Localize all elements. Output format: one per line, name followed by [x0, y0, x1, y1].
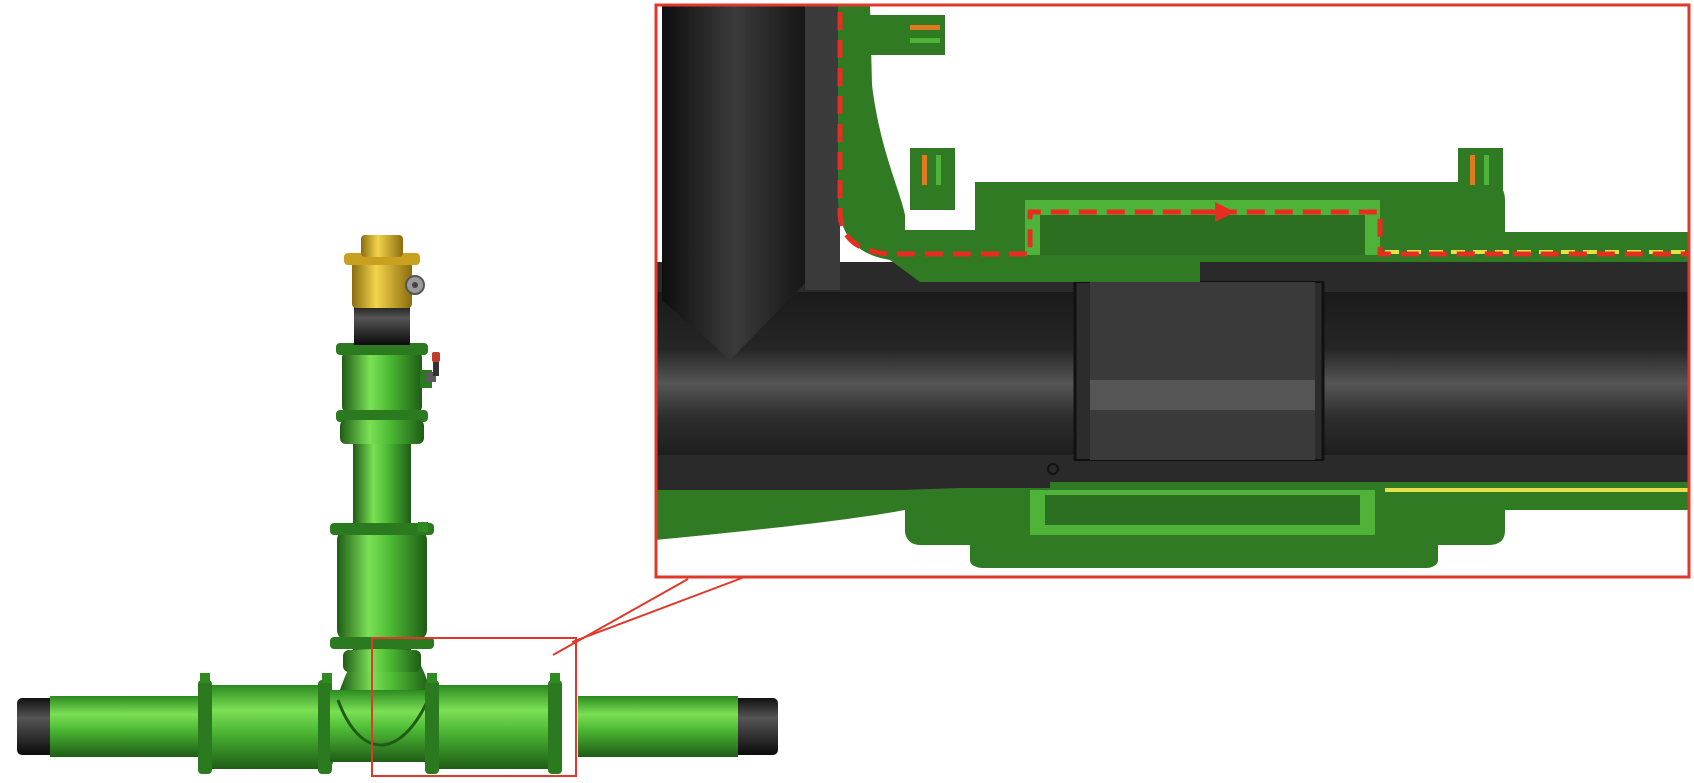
- electrofusion-coupler-left: [198, 673, 333, 774]
- riser-pipe: [330, 440, 434, 672]
- inner-coupler-sleeve: [1047, 264, 1325, 475]
- riser-black-section: [354, 303, 410, 345]
- pipe-end-right: [730, 698, 778, 755]
- main-pipe-right: [578, 696, 738, 757]
- terminal-post-right: [1458, 148, 1503, 210]
- flow-path-dashed: [837, 12, 1690, 257]
- terminal-post-left: [910, 148, 955, 210]
- callout-leader-lines: [552, 577, 743, 656]
- terminal-post-top: [870, 15, 945, 55]
- riser-upper-coupler: [336, 343, 432, 444]
- tapping-valve-cap: [344, 235, 425, 308]
- side-valve: [426, 352, 440, 382]
- detail-frame: [654, 3, 1691, 579]
- detail-marker-box: [371, 637, 577, 777]
- electrofusion-coupler-right: [425, 673, 562, 774]
- section-branch-core: [662, 5, 808, 360]
- main-pipe-left: [50, 696, 205, 757]
- pipe-tee-assembly: [17, 235, 778, 777]
- cross-section-detail: [654, 3, 1691, 579]
